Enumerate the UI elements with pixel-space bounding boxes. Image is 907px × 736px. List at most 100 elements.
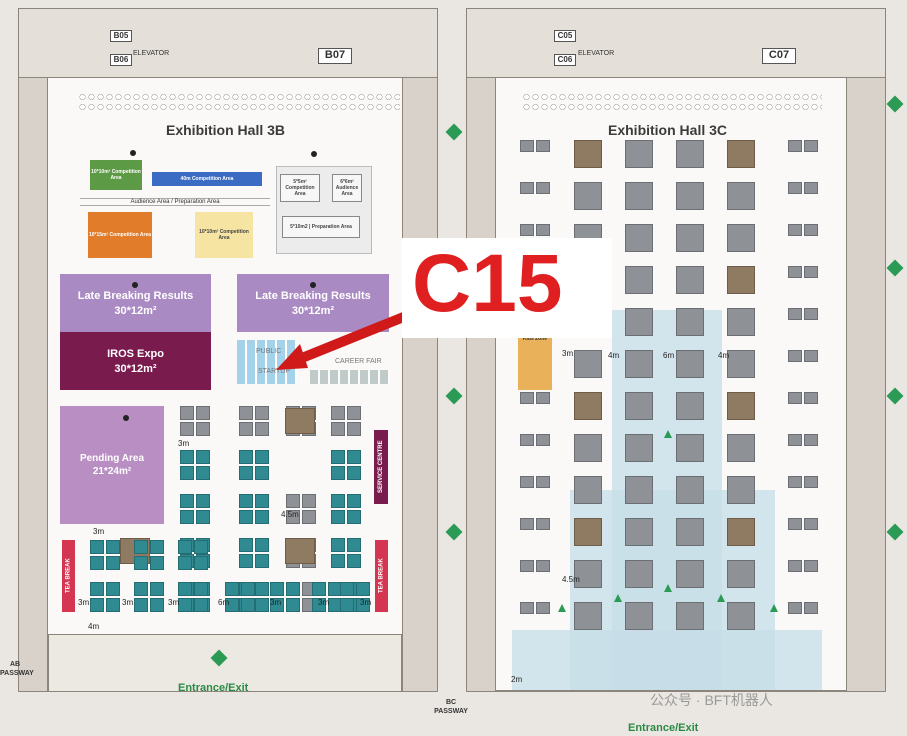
- connector-icon: [886, 259, 904, 277]
- connector-icon: [445, 523, 463, 541]
- booth: [804, 434, 818, 446]
- highlight-zone: [512, 630, 822, 690]
- booth: [520, 476, 534, 488]
- booth: [270, 598, 284, 612]
- hall-3c-bottom-wall: [496, 690, 846, 692]
- hall-3c-top-wall: [466, 8, 886, 78]
- booth: [727, 350, 755, 378]
- booth: [520, 182, 534, 194]
- booth: [536, 560, 550, 572]
- booth: [788, 308, 802, 320]
- booth: [178, 540, 192, 554]
- booth: [676, 392, 704, 420]
- booth: [286, 582, 300, 596]
- booth: [106, 556, 120, 570]
- booth: [90, 582, 104, 596]
- booth: [536, 140, 550, 152]
- entrance-exit-left[interactable]: Entrance/Exit: [178, 682, 249, 694]
- booth: [804, 266, 818, 278]
- booth: [347, 450, 361, 464]
- prep-5x10: 5*10m2 | Preparation Area: [282, 216, 360, 238]
- booth: [574, 518, 602, 546]
- booth: [255, 406, 269, 420]
- marker: [311, 151, 317, 157]
- marker: [310, 282, 316, 288]
- round-tables-row: [522, 92, 822, 114]
- booth: [255, 538, 269, 552]
- booth: [574, 560, 602, 588]
- booth: [520, 602, 534, 614]
- booth: [676, 350, 704, 378]
- elevator-label: ELEVATOR: [133, 50, 170, 57]
- booth: [676, 182, 704, 210]
- late-breaking-size: 30*12m²: [114, 304, 157, 317]
- booth: [347, 510, 361, 524]
- booth: [106, 582, 120, 596]
- hall-3c-left-wall: [466, 8, 496, 692]
- booth: [331, 406, 345, 420]
- room-b06: B06: [110, 54, 132, 66]
- booth: [239, 406, 253, 420]
- booth: [241, 582, 255, 596]
- booth: [194, 598, 208, 612]
- late-breaking-title: Late Breaking Results: [255, 289, 371, 302]
- booth: [676, 434, 704, 462]
- callout-arrow: [276, 311, 408, 370]
- connector-icon: [445, 387, 463, 405]
- dim-label: 4m: [718, 351, 730, 360]
- booth: [727, 182, 755, 210]
- booth: [239, 494, 253, 508]
- connector-icon: [445, 123, 463, 141]
- booth: [302, 494, 316, 508]
- booth: [347, 538, 361, 552]
- round-tables-row: [78, 92, 400, 114]
- booth: [347, 422, 361, 436]
- booth: [312, 598, 326, 612]
- dim-label: 3m: [270, 598, 282, 607]
- competition-area-green: 10*10m² Competition Area: [90, 160, 142, 190]
- booth: [180, 422, 194, 436]
- room-c07: C07: [762, 48, 796, 64]
- booth: [804, 518, 818, 530]
- entrance-exit-right[interactable]: Entrance/Exit: [628, 722, 699, 734]
- booth: [727, 266, 755, 294]
- booth: [347, 494, 361, 508]
- booth: [90, 556, 104, 570]
- competition-area-orange: 10*15m² Competition Area: [88, 212, 152, 258]
- booth: [194, 582, 208, 596]
- booth: [340, 582, 354, 596]
- booth: [180, 450, 194, 464]
- connector-icon: [886, 387, 904, 405]
- room-b07: B07: [318, 48, 352, 64]
- booth: [625, 476, 653, 504]
- booth: [727, 602, 755, 630]
- booth: [520, 560, 534, 572]
- booth: [150, 540, 164, 554]
- booth: [520, 140, 534, 152]
- career-booths: [310, 370, 390, 384]
- booth: [788, 560, 802, 572]
- booth: [196, 466, 210, 480]
- tea-break-left: TEA BREAK: [62, 540, 75, 612]
- booth: [180, 510, 194, 524]
- booth: [255, 494, 269, 508]
- tea-break-right: TEA BREAK: [375, 540, 388, 612]
- booth: [536, 518, 550, 530]
- booth: [536, 182, 550, 194]
- pending-size: 21*24m²: [92, 466, 132, 477]
- dim-label: 3m: [122, 598, 134, 607]
- booth: [676, 518, 704, 546]
- hall-3b-left-wall: [18, 8, 48, 692]
- booth: [574, 140, 602, 168]
- booth: [788, 518, 802, 530]
- booth: [676, 140, 704, 168]
- direction-arrow-icon: [664, 430, 672, 438]
- booth: [331, 538, 345, 552]
- service-centre: SERVICE CENTRE: [374, 430, 388, 504]
- dim-label: 3m: [562, 349, 574, 358]
- hall-3b-bottom-wall: [48, 634, 402, 692]
- booth: [347, 406, 361, 420]
- booth: [150, 582, 164, 596]
- startup-label: STARTUP: [258, 368, 291, 375]
- booth: [196, 510, 210, 524]
